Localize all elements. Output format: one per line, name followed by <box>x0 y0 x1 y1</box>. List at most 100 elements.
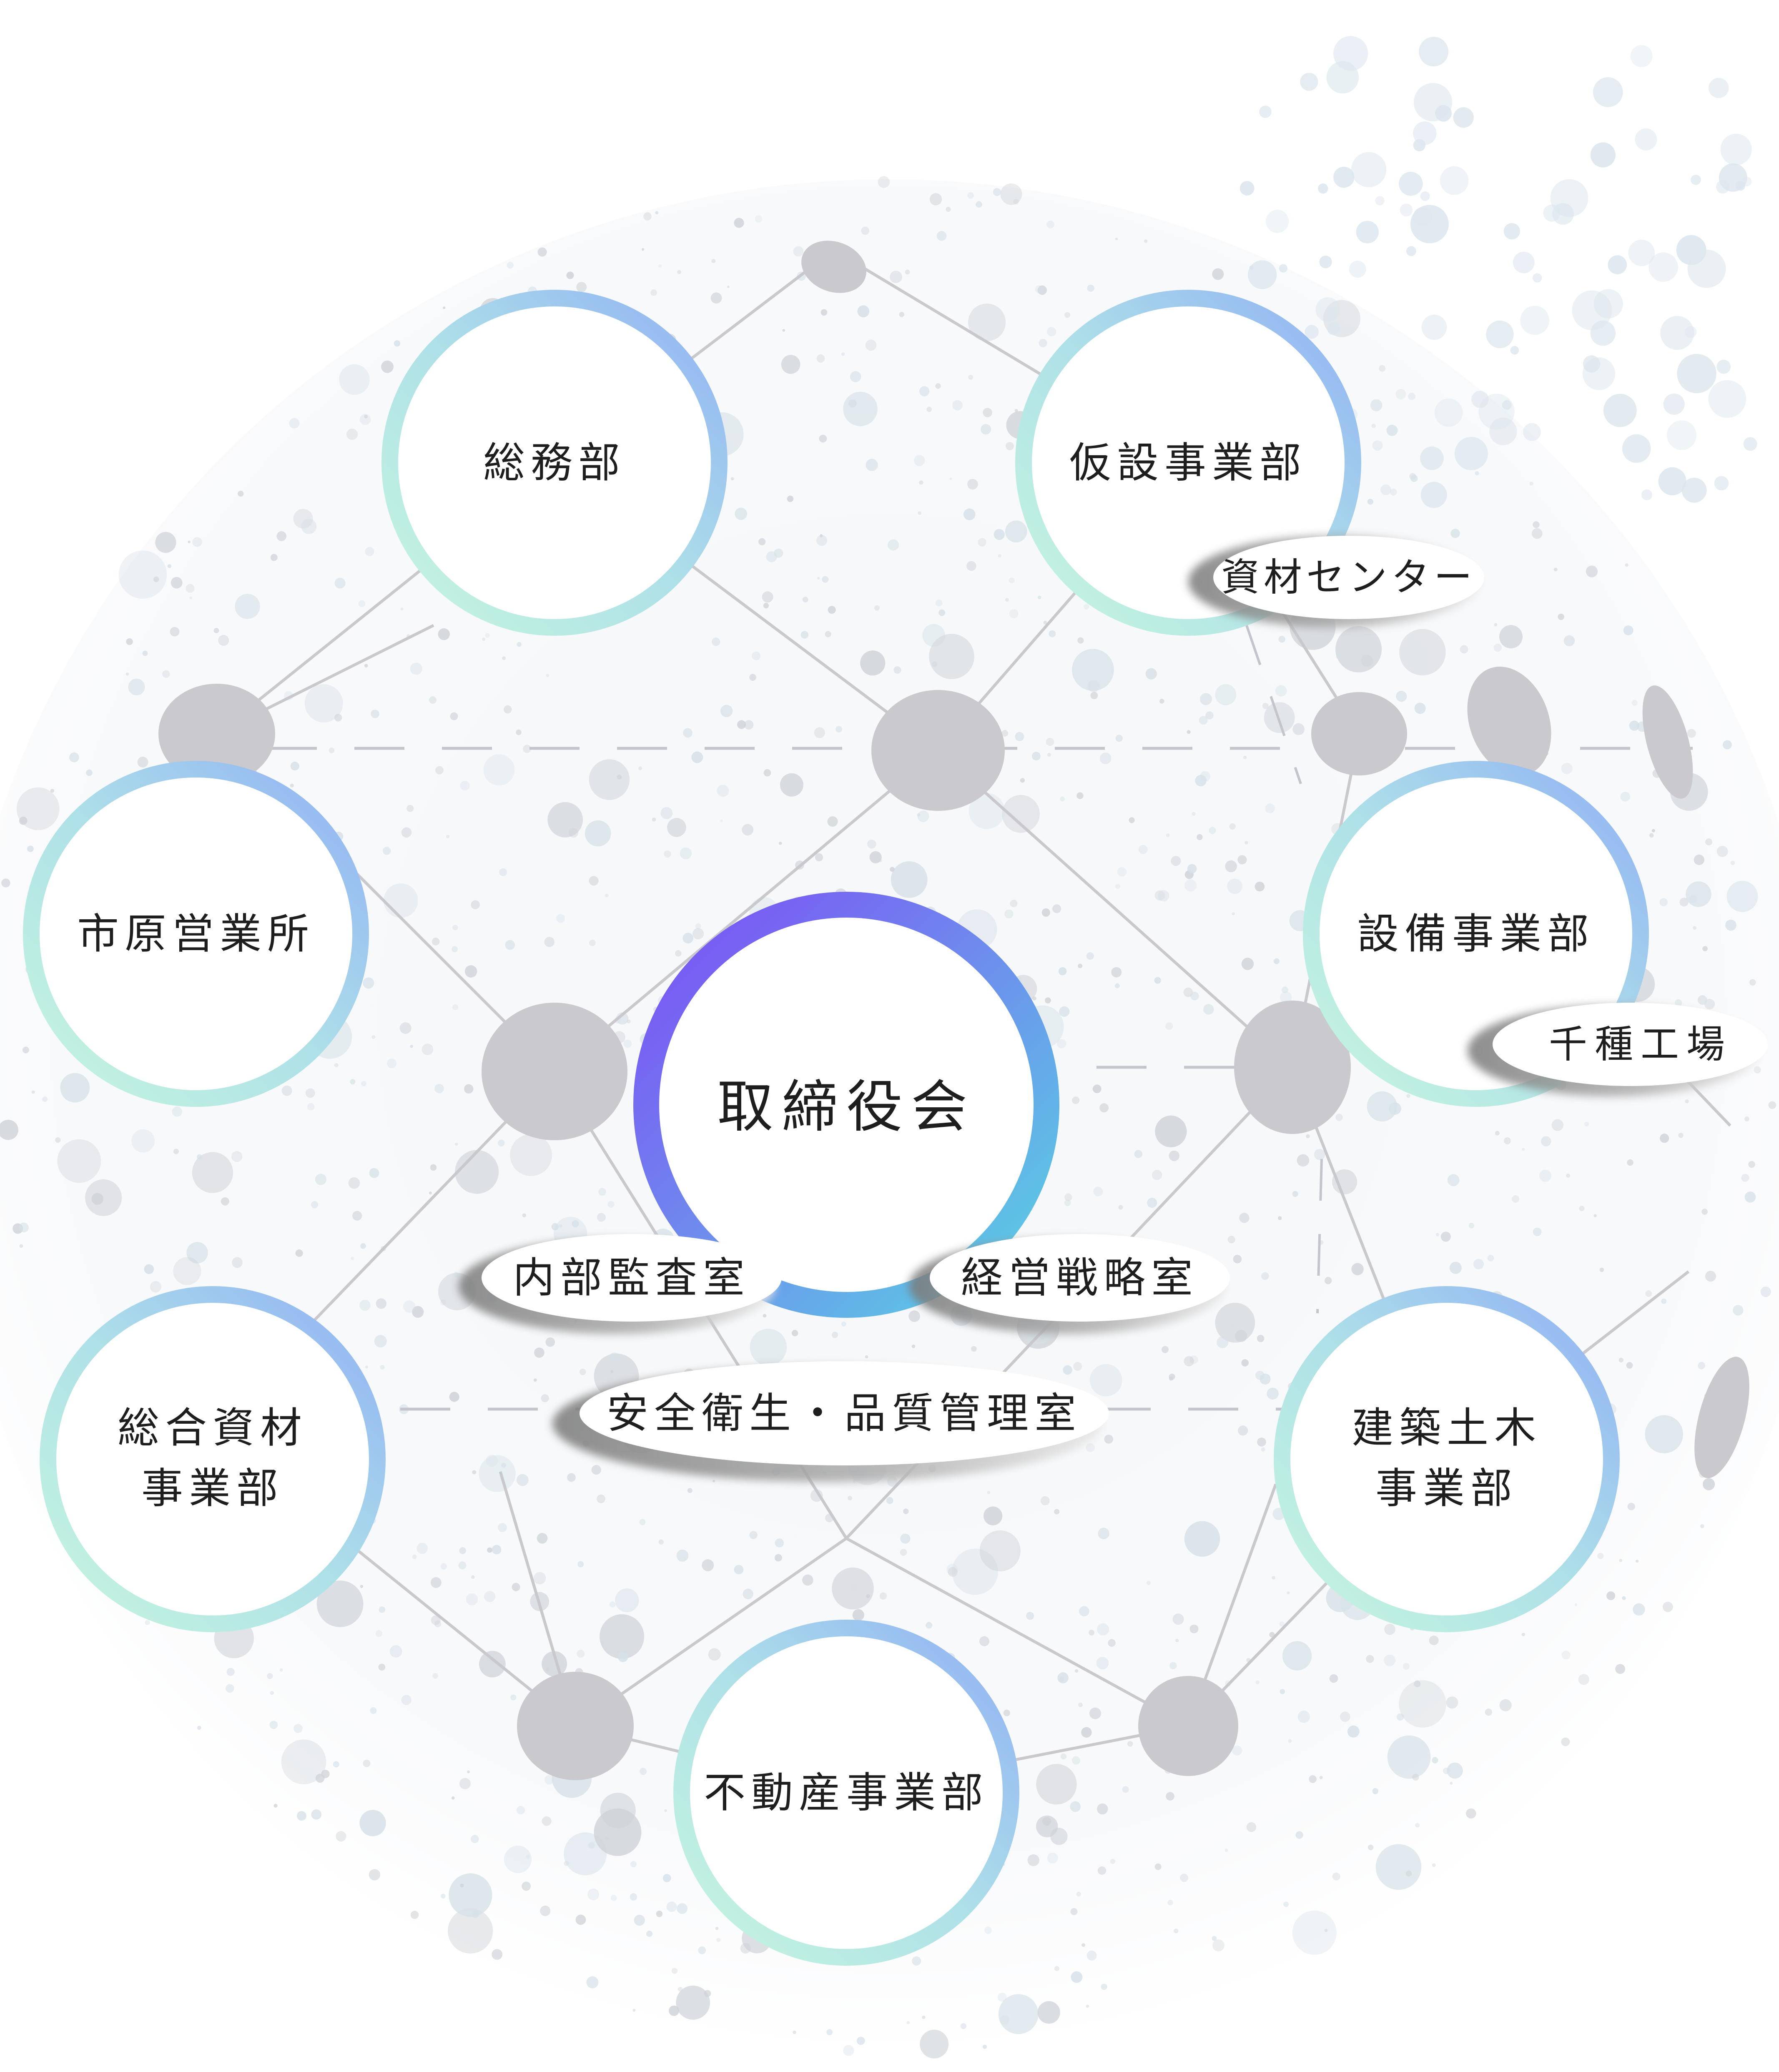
background-dot <box>1627 1159 1633 1166</box>
background-dot <box>192 537 202 547</box>
background-dot <box>886 1497 893 1504</box>
background-dot <box>1111 967 1122 978</box>
connector-node <box>517 1672 634 1780</box>
background-dot <box>540 1905 551 1916</box>
background-dot <box>1730 860 1735 865</box>
background-dot <box>1396 691 1407 702</box>
background-dot <box>221 1197 229 1206</box>
background-dot <box>1217 1336 1229 1348</box>
center-node-board[interactable]: 取締役会 <box>633 892 1059 1318</box>
background-dot <box>329 748 334 753</box>
background-dot <box>1040 1496 1050 1505</box>
pill-body <box>580 1361 1109 1465</box>
background-dot <box>432 1673 438 1679</box>
background-bubble <box>1622 434 1651 463</box>
background-dot <box>1239 1213 1250 1223</box>
background-dot <box>155 532 176 553</box>
background-dot <box>664 850 671 858</box>
background-dot <box>459 1547 466 1554</box>
background-dot <box>1372 440 1383 451</box>
background-bubble <box>1375 196 1385 206</box>
background-bubble <box>1663 393 1685 415</box>
background-bubble <box>1677 354 1716 394</box>
background-dot <box>449 1873 492 1917</box>
background-dot <box>735 507 747 520</box>
background-dot <box>1292 1191 1298 1197</box>
dept-node-kenchiku[interactable]: 建築土木 事業部 <box>1274 1286 1620 1632</box>
background-dot <box>1372 1788 1379 1794</box>
background-dot <box>1281 986 1288 993</box>
background-dot <box>522 1213 527 1217</box>
background-dot <box>523 745 531 753</box>
background-bubble <box>1420 446 1444 470</box>
background-dot <box>1541 1136 1551 1146</box>
background-dot <box>1450 1782 1453 1785</box>
office-pill-anzen-eisei[interactable]: 安全衛生・品質管理室 <box>552 1361 1109 1482</box>
background-dot <box>676 1550 689 1562</box>
background-dot <box>971 1346 977 1352</box>
background-dot <box>658 264 662 268</box>
background-dot <box>352 1211 362 1221</box>
background-dot <box>874 605 880 611</box>
background-dot <box>505 940 515 950</box>
background-dot <box>1366 1655 1374 1663</box>
background-dot <box>1280 991 1292 1003</box>
background-dot <box>1466 1808 1476 1819</box>
background-dot <box>1010 900 1018 908</box>
office-pill-chigusa[interactable]: 千種工場 <box>1468 1003 1768 1096</box>
background-dot <box>482 637 486 641</box>
background-dot <box>594 1809 642 1856</box>
background-dot <box>1154 890 1165 901</box>
background-dot <box>1212 1936 1217 1941</box>
background-dot <box>315 1174 327 1185</box>
background-dot <box>639 1519 646 1525</box>
background-dot <box>1009 609 1019 618</box>
background-bubble <box>1641 489 1652 500</box>
background-bubble <box>1453 107 1474 128</box>
dept-ring <box>23 761 369 1107</box>
background-dot <box>715 1927 719 1930</box>
background-dot <box>781 355 800 374</box>
background-dot <box>1096 1657 1109 1670</box>
background-dot <box>567 1473 576 1482</box>
background-dot <box>1144 239 1148 243</box>
background-dot <box>1225 860 1237 873</box>
background-dot <box>993 188 1001 196</box>
background-bubble <box>1630 45 1653 67</box>
background-dot <box>1702 946 1708 951</box>
background-dot <box>1077 637 1084 644</box>
dept-node-sougou[interactable]: 総合資材 事業部 <box>40 1286 386 1632</box>
background-dot <box>1187 864 1197 873</box>
background-dot <box>186 1242 208 1264</box>
background-dot <box>589 876 599 886</box>
background-dot <box>605 893 609 898</box>
background-dot <box>713 1480 715 1483</box>
background-dot <box>1117 867 1127 877</box>
background-dot <box>964 508 976 520</box>
background-dot <box>1092 1084 1102 1094</box>
connector-node <box>1642 685 1693 799</box>
background-bubble <box>1685 326 1697 338</box>
dept-node-fudousan[interactable]: 不動産事業部 <box>673 1620 1019 1966</box>
background-dot <box>1138 845 1148 854</box>
dept-node-soumubu[interactable]: 総務部 <box>381 290 728 636</box>
background-bubble <box>1742 177 1752 186</box>
office-pill-shizai-center[interactable]: 資材センター <box>1188 536 1484 627</box>
dept-node-ichihara[interactable]: 市原営業所 <box>23 761 369 1107</box>
background-dot <box>455 1150 499 1194</box>
background-dot <box>516 1806 525 1814</box>
background-dot <box>1625 563 1628 567</box>
background-dot <box>371 710 379 718</box>
background-dot <box>643 212 652 221</box>
office-pill-naibu-kansa[interactable]: 内部監査室 <box>459 1234 782 1334</box>
background-dot <box>459 1778 471 1789</box>
background-dot <box>1563 635 1575 647</box>
background-dot <box>1410 474 1418 482</box>
office-pill-keiei-senryaku[interactable]: 経営戦略室 <box>909 1234 1230 1334</box>
background-dot <box>1158 890 1169 902</box>
background-dot <box>1037 2001 1060 2024</box>
background-dot <box>1689 895 1697 903</box>
background-dot <box>589 939 596 946</box>
background-dot <box>504 705 512 714</box>
